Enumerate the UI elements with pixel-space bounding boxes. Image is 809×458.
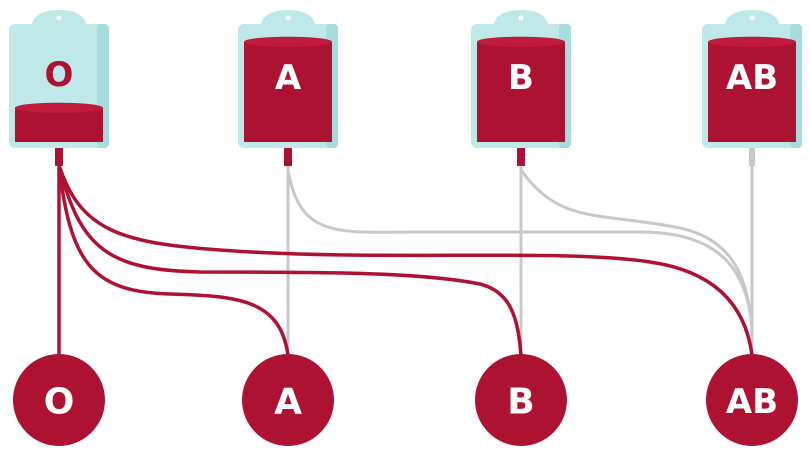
blood-surface [708,37,796,47]
connection-o-to-ab [57,164,754,356]
connection-b-to-ab [519,169,754,331]
bag-hanger-hole [285,15,291,21]
bag-label: AB [726,58,778,98]
recipient-ab: AB [706,354,798,446]
o-donor-connections [57,150,754,356]
connection-o-to-a [57,164,290,356]
donor-bag-o: O [9,10,109,166]
blood-surface [477,37,565,47]
recipient-circle [706,354,798,446]
bag-hanger-hole [749,15,755,21]
blood-surface [244,37,332,47]
recipient-circle [475,354,567,446]
recipient-o: O [13,354,105,446]
blood-fill [244,36,332,142]
blood-fill [477,36,565,142]
recipient-circle [242,354,334,446]
donor-bag-b: B [471,10,571,166]
recipient-label: B [507,382,534,423]
recipient-label: O [44,382,75,423]
bag-tube [284,148,292,166]
bag-label: A [275,58,302,98]
recipient-label: AB [726,382,778,422]
connection-o-to-b [57,164,523,356]
bag-tube [517,148,525,166]
recipient-a: A [242,354,334,446]
recipient-circle [13,354,105,446]
connection-a-to-ab [286,169,754,331]
bag-label: B [508,58,534,98]
donor-bag-a: A [238,10,338,166]
recipient-label: A [274,382,302,423]
bag-label: O [45,55,74,95]
bag-tube [749,148,755,166]
blood-surface [15,103,103,113]
neutral-connections [286,150,754,355]
blood-fill [708,36,796,142]
donor-bag-ab: AB [702,10,802,166]
bag-hanger-hole [518,15,524,21]
recipient-b: B [475,354,567,446]
bag-tube [55,148,63,166]
blood-fill [15,102,103,142]
bag-hanger-hole [56,15,62,21]
